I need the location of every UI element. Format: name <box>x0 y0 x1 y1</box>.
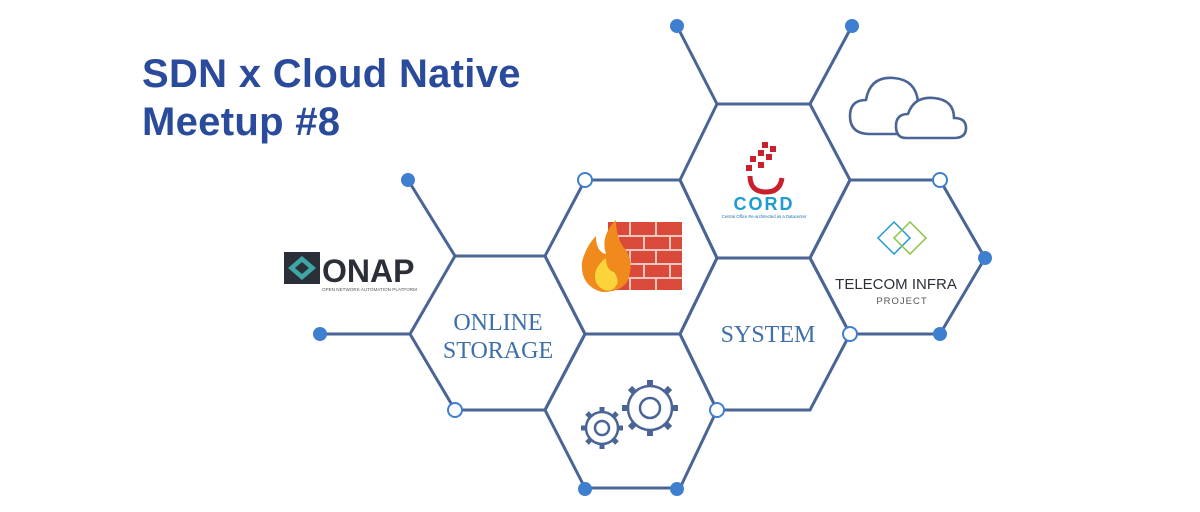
node-dot <box>578 482 592 496</box>
node-ring <box>447 402 463 418</box>
node-ring <box>709 402 725 418</box>
onap-wordmark: ONAP <box>322 253 414 289</box>
tip-mark-icon <box>876 220 928 256</box>
tip-logo: TELECOM INFRA PROJECT <box>835 220 957 307</box>
node-dot <box>978 251 992 265</box>
node-dot <box>313 327 327 341</box>
cord-tagline: Central Office Re-architected as a Datac… <box>722 214 807 219</box>
onap-mark-icon <box>284 252 320 284</box>
label-storage: STORAGE <box>443 338 553 364</box>
cord-logo: CORD Central Office Re-architected as a … <box>722 142 807 219</box>
tip-name: TELECOM INFRA <box>835 276 957 293</box>
cord-wordmark: CORD <box>734 194 795 214</box>
onap-tagline: OPEN NETWORK AUTOMATION PLATFORM <box>322 287 417 292</box>
node-dot <box>401 173 415 187</box>
title-line-2: Meetup #8 <box>142 100 341 144</box>
node-dot <box>670 19 684 33</box>
node-dot <box>933 327 947 341</box>
node-ring <box>577 172 593 188</box>
cloud-icon <box>848 76 968 140</box>
label-online: ONLINE <box>453 310 542 336</box>
label-system: SYSTEM <box>721 322 816 348</box>
firewall-icon <box>581 220 682 292</box>
node-dots <box>313 19 992 496</box>
node-ring <box>842 326 858 342</box>
hex-gears <box>543 332 719 490</box>
cord-mark-icon <box>746 142 785 195</box>
page-title: SDN x Cloud Native Meetup #8 <box>142 50 521 146</box>
node-ring <box>932 172 948 188</box>
tip-sub: PROJECT <box>876 296 927 307</box>
onap-logo: ONAP OPEN NETWORK AUTOMATION PLATFORM <box>284 252 417 292</box>
node-dot <box>845 19 859 33</box>
title-line-1: SDN x Cloud Native <box>142 52 521 96</box>
node-dot <box>670 482 684 496</box>
gears-icon <box>581 380 678 449</box>
